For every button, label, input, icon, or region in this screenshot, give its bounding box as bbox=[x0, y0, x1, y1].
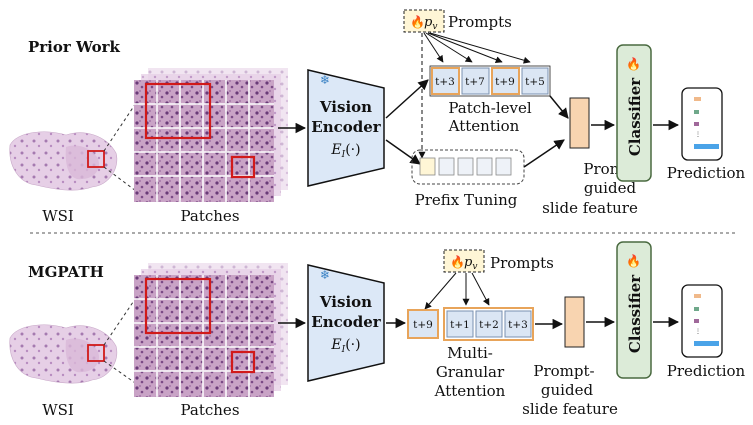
mgpath-encoder-line2: Encoder bbox=[311, 313, 382, 331]
mgpath-patches-image bbox=[133, 262, 289, 398]
prior-attention-line2: Attention bbox=[448, 117, 520, 135]
prior-classifier: 🔥 Classifier bbox=[616, 44, 652, 182]
bar-green bbox=[694, 307, 699, 311]
prior-slide-feature bbox=[569, 97, 590, 149]
svg-text:⋮: ⋮ bbox=[695, 131, 701, 138]
frozen-icon: ❄ bbox=[320, 268, 330, 282]
prior-wsi-image bbox=[5, 124, 122, 196]
svg-text:pv: pv bbox=[424, 15, 437, 32]
fire-icon: 🔥 bbox=[626, 57, 641, 71]
svg-text:pv: pv bbox=[464, 255, 477, 272]
mgpath-token-group: t+1 t+2 t+3 bbox=[443, 307, 534, 341]
prior-prompts-label: Prompts bbox=[448, 13, 512, 31]
mgpath-attention-line3: Attention bbox=[434, 382, 506, 400]
mgpath-encoder-formula: EI(·) bbox=[330, 337, 360, 355]
bar-blue bbox=[694, 341, 719, 346]
bar-green bbox=[694, 110, 699, 114]
prior-encoder-formula: EI(·) bbox=[330, 142, 360, 160]
mgpath-prediction-panel: ⋮ bbox=[681, 284, 723, 358]
prior-token-row: t+3 t+7 t+9 t+5 bbox=[429, 65, 551, 97]
bar-purple bbox=[694, 122, 699, 126]
mgpath-attention-line2: Granular bbox=[436, 363, 505, 381]
mgpath-wsi-roi bbox=[87, 344, 105, 362]
prior-prefix-label: Prefix Tuning bbox=[415, 191, 518, 209]
mgpath-patches-label: Patches bbox=[180, 401, 239, 419]
prior-patches-image bbox=[133, 67, 289, 203]
prior-slide-line3: slide feature bbox=[542, 199, 638, 217]
mgpath-slide-feature bbox=[564, 296, 585, 348]
prior-token-0: t+3 bbox=[435, 76, 455, 88]
prior-vision-encoder: ❄ Vision Encoder EI(·) bbox=[307, 69, 385, 187]
prior-token-2: t+9 bbox=[495, 76, 515, 88]
mgpath-prompts-label: Prompts bbox=[490, 254, 554, 272]
prior-encoder-line1: Vision bbox=[319, 98, 372, 116]
mgpath-token-0: t+1 bbox=[450, 319, 470, 331]
prior-encoder-line2: Encoder bbox=[311, 118, 382, 136]
mgpath-token-single: t+9 bbox=[407, 309, 439, 339]
frozen-icon: ❄ bbox=[320, 73, 330, 87]
mgpath-wsi-image bbox=[5, 317, 122, 389]
prior-attention-line1: Patch-level bbox=[448, 99, 532, 117]
prior-arrow-prefix-to-feature bbox=[523, 139, 565, 168]
mgpath-token-single-label: t+9 bbox=[413, 319, 433, 331]
prior-arrow-tokens-to-feature bbox=[549, 95, 569, 119]
mgpath-vision-encoder: ❄ Vision Encoder EI(·) bbox=[307, 264, 385, 382]
mgpath-token-2: t+3 bbox=[508, 319, 528, 331]
prior-token-3: t+5 bbox=[525, 76, 545, 88]
prior-prefix-tuning-box bbox=[411, 149, 525, 185]
mgpath-encoder-line1: Vision bbox=[319, 293, 372, 311]
mgpath-prompt-box: 🔥 pv bbox=[443, 249, 485, 273]
mgpath-zoom-line-top bbox=[103, 279, 149, 346]
prior-section-title: Prior Work bbox=[28, 38, 121, 56]
bar-blue bbox=[694, 144, 719, 149]
fire-icon: 🔥 bbox=[410, 15, 425, 29]
prior-prediction-panel: ⋮ bbox=[681, 87, 723, 161]
mgpath-classifier-label: Classifier bbox=[626, 274, 644, 353]
mgpath-prompt-arrows bbox=[424, 272, 490, 310]
mgpath-classifier: 🔥 Classifier bbox=[616, 241, 652, 379]
mgpath-wsi-label: WSI bbox=[42, 401, 74, 419]
prior-classifier-label: Classifier bbox=[626, 77, 644, 156]
fire-icon: 🔥 bbox=[626, 254, 641, 268]
mgpath-slide-line2: guided bbox=[541, 381, 594, 399]
prior-wsi-label: WSI bbox=[42, 207, 74, 225]
mgpath-slide-line3: slide feature bbox=[522, 400, 618, 418]
fire-icon: 🔥 bbox=[450, 255, 465, 269]
mgpath-section-title: MGPATH bbox=[28, 263, 104, 281]
mgpath-prediction-label: Prediction bbox=[667, 362, 746, 380]
prior-prediction-label: Prediction bbox=[667, 164, 746, 182]
mgpath-slide-line1: Prompt- bbox=[533, 362, 594, 380]
bar-purple bbox=[694, 319, 699, 323]
prior-prompt-arrows bbox=[418, 32, 531, 159]
prior-wsi-roi bbox=[87, 150, 105, 168]
bar-orange bbox=[694, 294, 701, 298]
bar-orange bbox=[694, 97, 701, 101]
svg-text:⋮: ⋮ bbox=[695, 328, 701, 335]
prior-arrow-to-tokens bbox=[385, 79, 429, 119]
prior-patches-label: Patches bbox=[180, 207, 239, 225]
mgpath-token-1: t+2 bbox=[479, 319, 499, 331]
prior-prompt-box: 🔥 pv bbox=[403, 9, 445, 33]
prior-arrow-to-prefix bbox=[385, 139, 421, 165]
mgpath-attention-line1: Multi- bbox=[447, 344, 493, 362]
prior-token-1: t+7 bbox=[465, 76, 485, 88]
prior-slide-line2: guided bbox=[584, 179, 637, 197]
